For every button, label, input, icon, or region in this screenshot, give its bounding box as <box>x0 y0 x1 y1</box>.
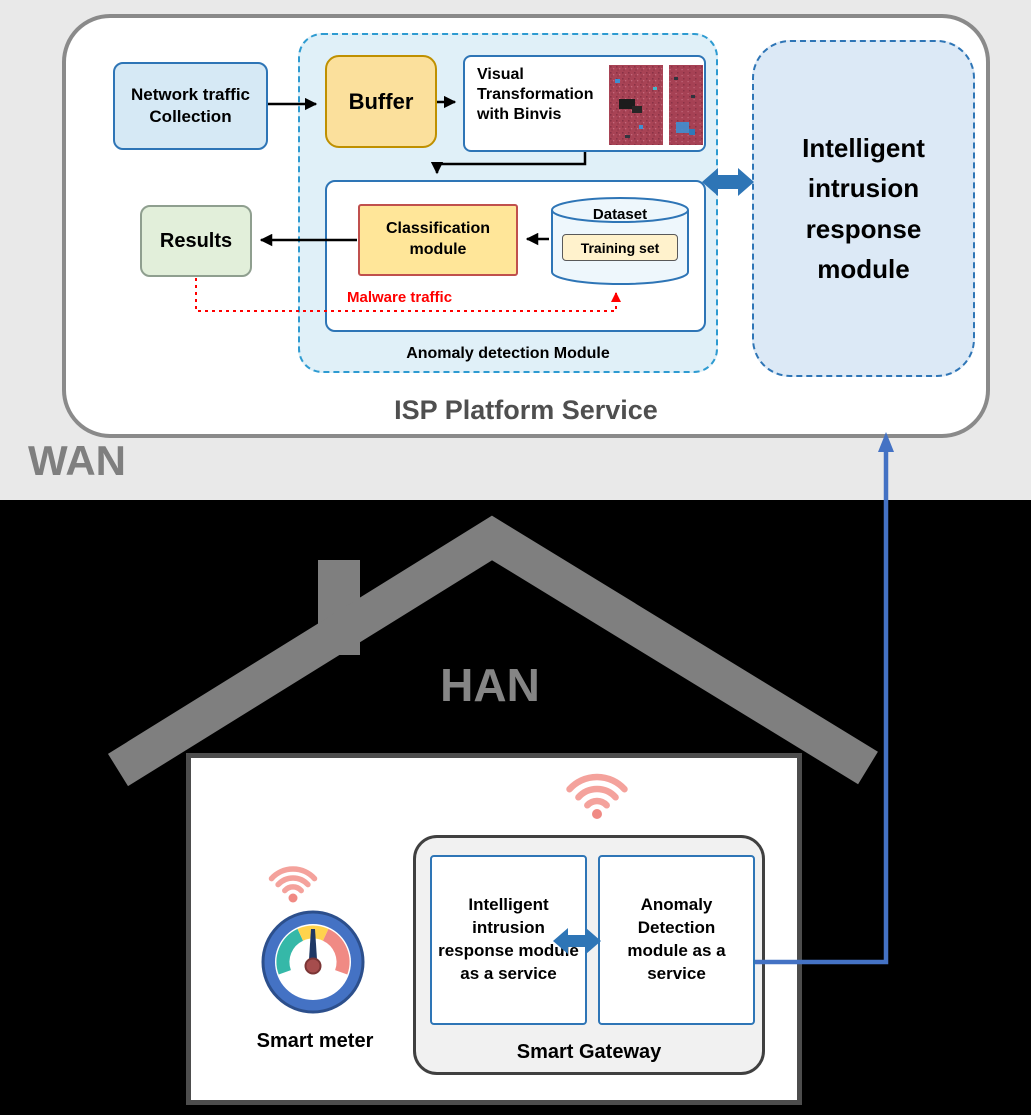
results-box: Results <box>140 205 252 277</box>
gateway-anomaly-service-box: Anomaly Detection module as a service <box>598 855 755 1025</box>
binvis-image-1 <box>609 65 663 145</box>
han-label: HAN <box>440 659 540 711</box>
anomaly-module-label: Anomaly detection Module <box>406 345 610 362</box>
visual-transformation-box: Visual Transformation with Binvis <box>463 55 706 152</box>
house-roof <box>107 515 878 787</box>
smart-meter-label: Smart meter <box>256 1030 374 1052</box>
malware-traffic-label: Malware traffic <box>347 289 453 306</box>
training-set-box: Training set <box>562 234 678 261</box>
intrusion-response-box: Intelligent intrusion response module <box>752 40 975 377</box>
dataset-label: Dataset <box>592 206 648 223</box>
chimney <box>318 560 360 655</box>
buffer-box: Buffer <box>325 55 437 148</box>
network-traffic-collection-box: Network traffic Collection <box>113 62 268 150</box>
wan-label: WAN <box>28 437 126 484</box>
gateway-intrusion-service-box: Intelligent intrusion response module as… <box>430 855 587 1025</box>
classification-module-box: Classification module <box>358 204 518 276</box>
smart-gateway-label: Smart Gateway <box>516 1041 662 1063</box>
isp-platform-title: ISP Platform Service <box>394 395 658 425</box>
smart-gateway-box: Intelligent intrusion response module as… <box>413 835 765 1075</box>
binvis-image-2 <box>669 65 703 145</box>
visual-transformation-label: Visual Transformation with Binvis <box>477 66 594 123</box>
